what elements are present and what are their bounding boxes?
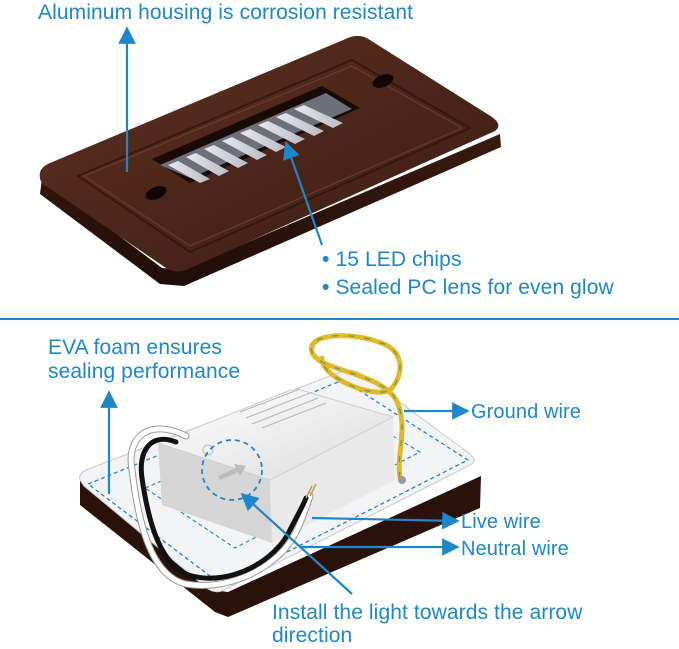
ground-wire-label: Ground wire <box>471 401 582 423</box>
arrow-highlight-circle <box>201 439 263 501</box>
live-wire-pointer-arrow <box>311 511 460 530</box>
led-chips-label: •15 LED chips <box>322 247 462 273</box>
foam-label-line1: EVA foam ensures <box>48 336 222 359</box>
neutral-wire-label: Neutral wire <box>461 538 569 560</box>
ground-wire <box>309 333 406 484</box>
housing-label: Aluminum housing is corrosion resistant <box>38 1 414 24</box>
live-wire-label: Live wire <box>461 511 541 533</box>
led-chips-text: 15 LED chips <box>335 248 462 271</box>
live-neutral-wires <box>127 425 317 589</box>
lens-label: •Sealed PC lens for even glow <box>322 275 614 301</box>
led-lens-slats <box>168 105 343 183</box>
arrow-direction-line1: Install the light towards the arrow <box>272 601 583 624</box>
bullet-icon: • <box>322 248 330 271</box>
direction-pointer-arrow <box>240 492 353 595</box>
lens-text: Sealed PC lens for even glow <box>335 276 614 299</box>
foam-label-line2: sealing performance <box>48 360 241 383</box>
arrow-direction-line2: direction <box>272 624 353 647</box>
bullet-icon: • <box>322 276 330 299</box>
led-pointer-arrow <box>282 141 324 246</box>
